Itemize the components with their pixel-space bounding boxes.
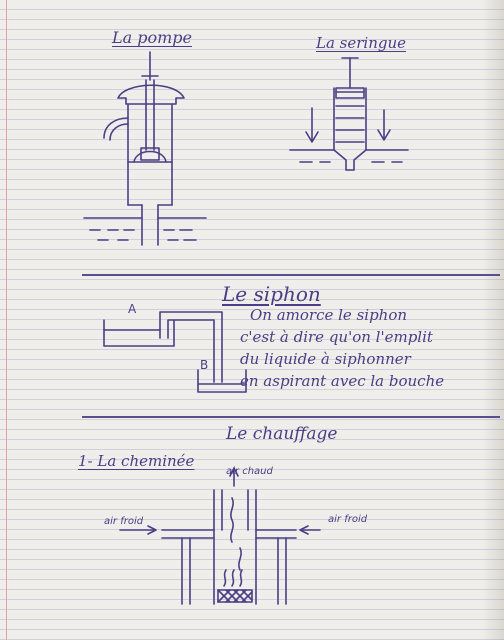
siphon-text-line-2: c'est à dire qu'on l'emplit <box>240 328 433 346</box>
section-divider-2 <box>82 416 500 418</box>
siphon-title: Le siphon <box>222 282 321 306</box>
hot-air-label: air chaud <box>226 466 273 477</box>
cold-air-left-label: air froid <box>104 516 144 527</box>
syringe-diagram <box>290 58 408 170</box>
heating-title: Le chauffage <box>226 424 338 444</box>
section-divider-1 <box>82 274 500 276</box>
siphon-text-line-1: On amorce le siphon <box>250 306 408 324</box>
cold-air-right-label: air froid <box>328 514 368 525</box>
siphon-label-a: A <box>128 302 137 316</box>
syringe-title: La seringue <box>316 34 407 52</box>
pump-title: La pompe <box>112 28 193 47</box>
siphon-label-b: B <box>200 358 209 372</box>
siphon-text-line-4: en aspirant avec la bouche <box>240 372 445 390</box>
siphon-text-line-3: du liquide à siphonner <box>240 350 411 368</box>
fireplace-diagram <box>120 468 320 604</box>
siphon-diagram <box>104 312 246 392</box>
margin-line <box>6 0 7 640</box>
pump-diagram <box>84 52 206 245</box>
fireplace-subtitle: 1- La cheminée <box>78 452 195 470</box>
page-edge-shadow <box>482 0 504 640</box>
